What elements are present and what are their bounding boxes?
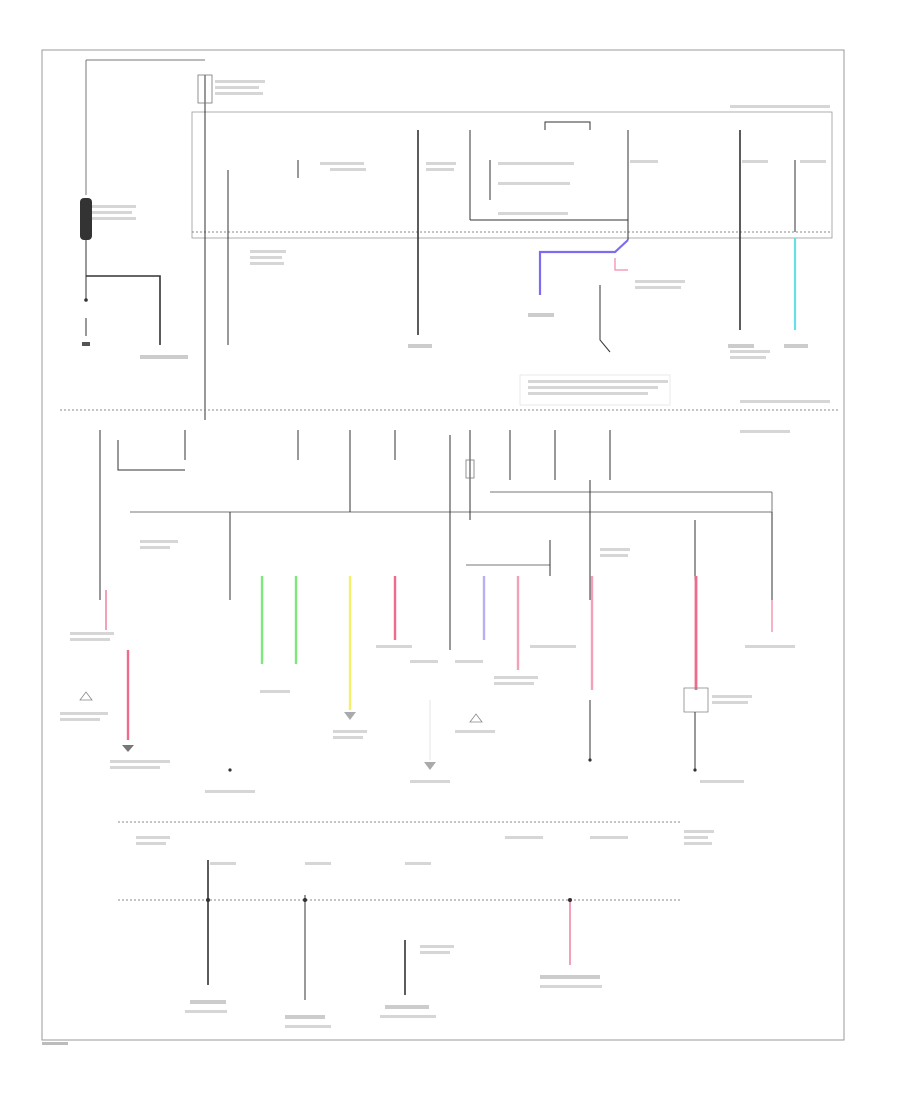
main-feed [197, 74, 229, 420]
mid-colored-wires [105, 576, 773, 760]
starting-system-label [140, 355, 188, 359]
top-colored-wires [538, 238, 797, 353]
faint-label-blocks [42, 80, 830, 1045]
instrument-panel-block [130, 491, 773, 513]
wire-blue-violet [538, 239, 629, 295]
fusible-link [80, 198, 92, 240]
battery-circuit [80, 59, 205, 359]
starter-wire [86, 275, 161, 345]
top-fuses [297, 121, 796, 335]
bottom-section [190, 860, 600, 1019]
top-grounds [408, 313, 808, 406]
engine-room-block [191, 111, 833, 239]
mid-feeds [99, 430, 773, 650]
diagram-frame [41, 49, 845, 1041]
engine-room-block-box [191, 111, 833, 239]
mid-components [79, 459, 709, 772]
battery-symbol [82, 342, 90, 346]
wire-pink-relay [614, 258, 628, 271]
